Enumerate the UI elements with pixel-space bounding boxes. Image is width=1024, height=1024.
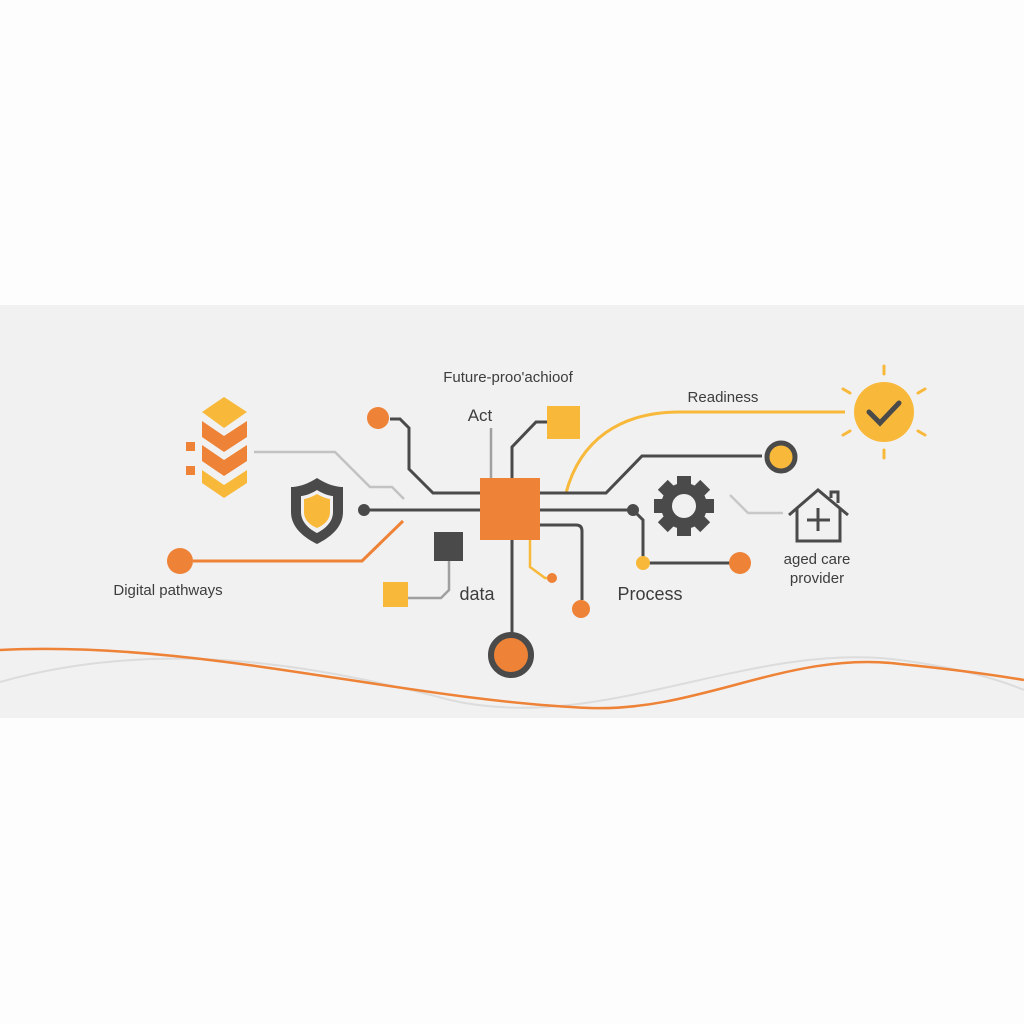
future-proof-label: Future-proo'achioof <box>443 369 573 386</box>
shield-icon <box>291 478 343 544</box>
yellow-node <box>547 406 580 439</box>
dark-connector <box>540 523 584 600</box>
orange-wave <box>0 647 1024 710</box>
orange-node <box>729 552 751 574</box>
yellow-node <box>383 582 408 607</box>
dark-node <box>434 532 463 561</box>
orange-node <box>167 548 193 574</box>
readiness-connector <box>564 410 845 494</box>
dark-connector <box>510 420 547 478</box>
orange-node <box>572 600 590 618</box>
dark-connector <box>390 417 480 495</box>
orange-dot <box>547 573 557 583</box>
orange-connector <box>193 519 405 563</box>
digital-pathways-label: Digital pathways <box>113 582 222 599</box>
node-dot <box>358 504 370 516</box>
dark-connector <box>540 508 740 565</box>
provider-label: provider <box>790 570 844 587</box>
layers-chevron-icon <box>186 397 247 498</box>
grey-connector <box>729 494 783 515</box>
grey-connector <box>254 450 405 500</box>
process-label: Process <box>617 584 682 604</box>
node-dot <box>627 504 639 516</box>
orange-node <box>367 407 389 429</box>
central-hub <box>480 478 540 540</box>
aged-care-label: aged care <box>784 551 851 568</box>
data-label: data <box>459 584 495 604</box>
sun-check-icon <box>841 364 927 460</box>
dark-connector <box>540 454 762 495</box>
yellow-dot <box>636 556 650 570</box>
gear-icon <box>654 476 714 536</box>
house-medical-icon <box>788 488 849 543</box>
ring-node <box>488 632 534 678</box>
readiness-label: Readiness <box>688 389 759 406</box>
grey-connector <box>408 561 451 600</box>
act-label: Act <box>468 406 493 425</box>
ring-node <box>764 440 798 474</box>
